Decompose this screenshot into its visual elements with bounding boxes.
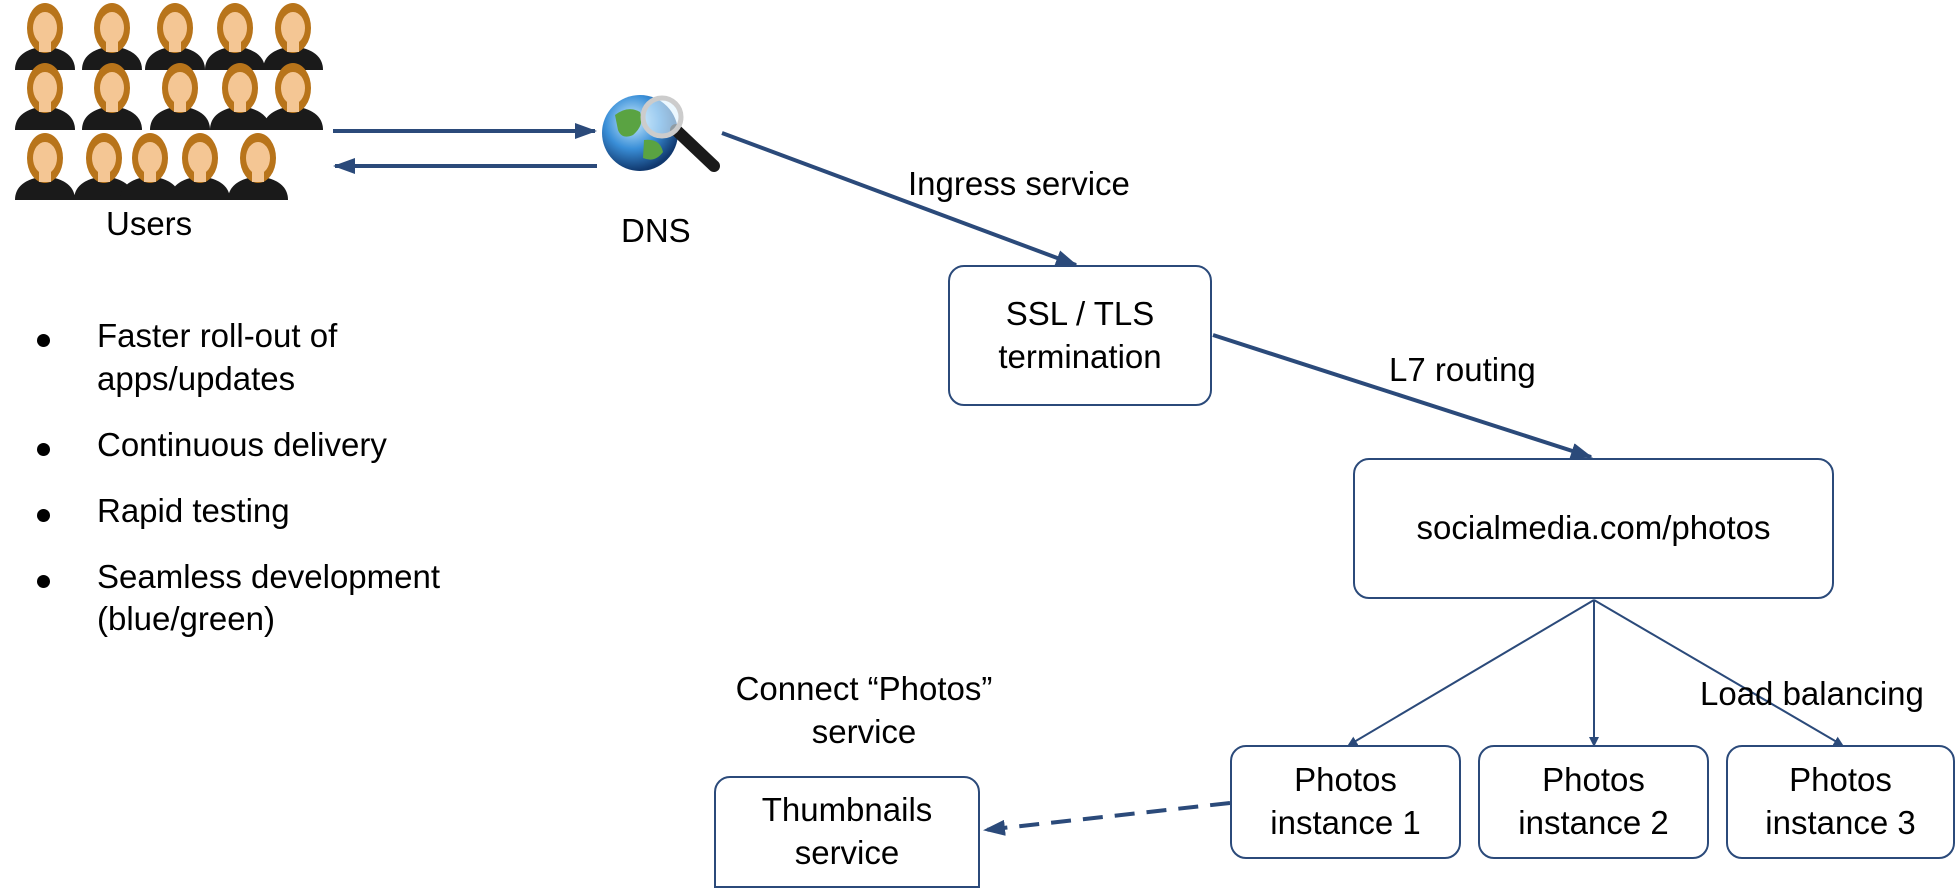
- globe-magnifier-icon: [602, 95, 720, 172]
- bullet-3-line1: Rapid testing: [97, 491, 290, 529]
- photos2-line1: Photos: [1542, 761, 1645, 799]
- users-label: Users: [106, 205, 193, 242]
- photos3-line2: instance 3: [1765, 804, 1916, 841]
- bullet-2-line1: Continuous delivery: [97, 425, 387, 463]
- photos-instance-1-node: Photos instance 1: [1230, 745, 1461, 859]
- thumbnails-line1: Thumbnails: [761, 791, 933, 829]
- photos-instance-2-node: Photos instance 2: [1478, 745, 1709, 859]
- bullet-item: Continuous delivery: [30, 424, 440, 467]
- dns-label: DNS: [621, 212, 691, 249]
- thumbnails-line2: service: [794, 834, 900, 871]
- bullet-1-line2: apps/updates: [97, 359, 296, 397]
- lb-arrow-3: [1593, 599, 1844, 747]
- thumbnails-service-node: Thumbnails service: [714, 776, 980, 888]
- connect-photos-line2: service: [811, 712, 917, 750]
- photos-instance-3-node: Photos instance 3: [1726, 745, 1955, 859]
- ssl-line1: SSL / TLS: [1005, 294, 1155, 332]
- socialmedia-label: socialmedia.com/photos: [1416, 509, 1771, 547]
- load-balancing-label: Load balancing: [1700, 675, 1924, 712]
- l7-routing-label: L7 routing: [1389, 351, 1536, 388]
- photos1-line2: instance 1: [1270, 804, 1421, 841]
- ssl-tls-termination-node: SSL / TLS termination: [948, 265, 1212, 406]
- ingress-service-label: Ingress service: [908, 165, 1130, 202]
- connect-photos-line1: Connect “Photos”: [735, 670, 993, 707]
- connect-dashed-arrow: [983, 801, 1231, 836]
- socialmedia-photos-node: socialmedia.com/photos: [1353, 458, 1834, 599]
- users-crowd-icon: [15, 3, 323, 200]
- bullet-4-line1: Seamless development: [97, 557, 441, 595]
- photos1-line1: Photos: [1294, 761, 1397, 799]
- connect-photos-label: Connect “Photos” service: [700, 668, 1028, 754]
- photos3-line1: Photos: [1789, 761, 1892, 799]
- bullet-item: Rapid testing: [30, 490, 440, 533]
- bullet-1-line1: Faster roll-out of: [97, 317, 338, 354]
- ingress-arrow: [721, 131, 1078, 267]
- photos2-line2: instance 2: [1518, 804, 1669, 841]
- bullet-4-line2: (blue/green): [97, 600, 275, 638]
- lb-arrow-1: [1347, 599, 1595, 747]
- ssl-line2: termination: [998, 337, 1162, 375]
- bullet-item: Seamless development (blue/green): [30, 556, 440, 642]
- benefits-list: Faster roll-out of apps/updates Continuo…: [30, 315, 440, 664]
- l7-routing-arrow: [1212, 333, 1593, 459]
- bullet-item: Faster roll-out of apps/updates: [30, 315, 440, 401]
